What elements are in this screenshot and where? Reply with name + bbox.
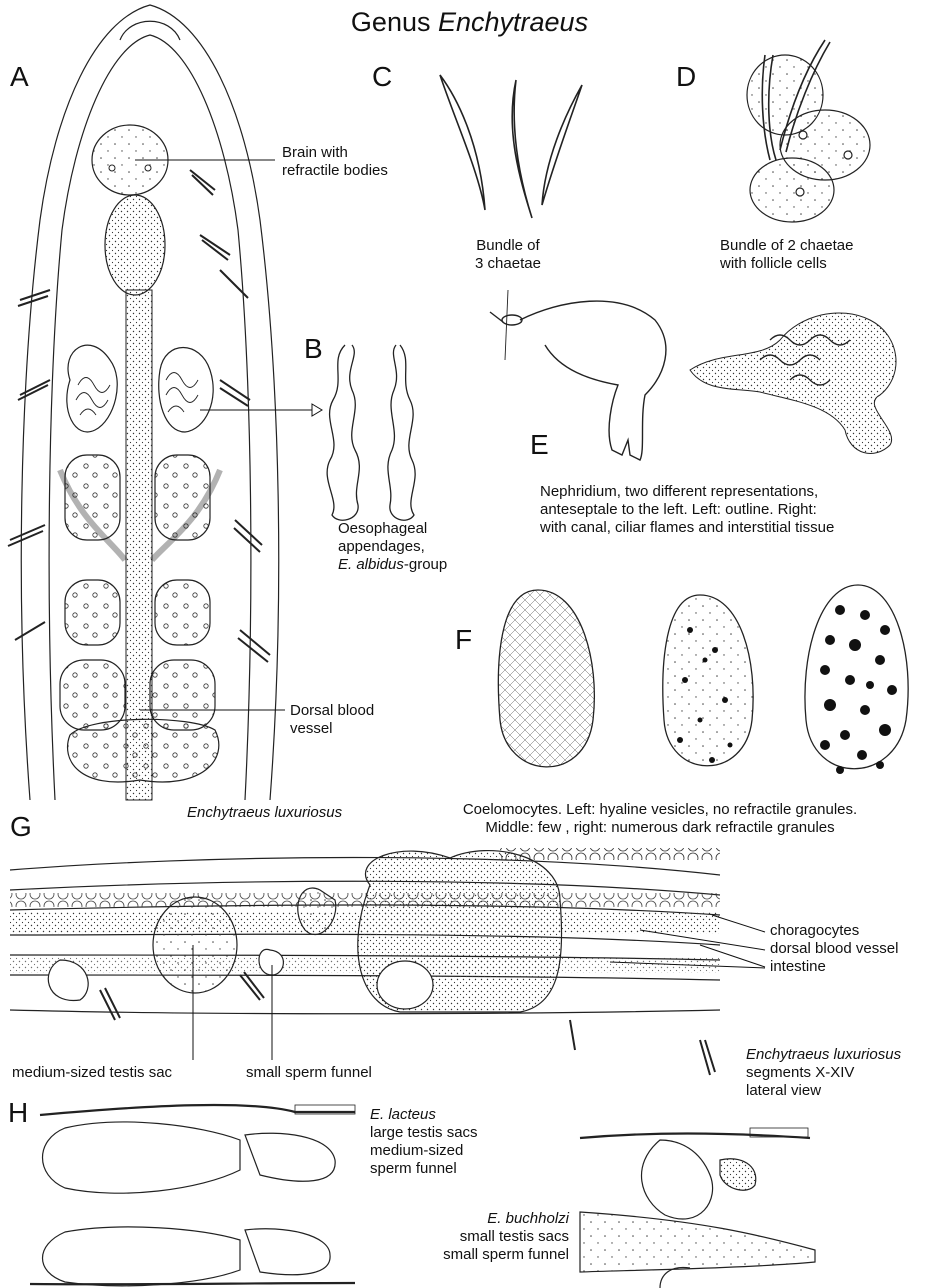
dorsal-vessel-label: Dorsal blood vessel (290, 702, 374, 738)
testis-sac-label: medium-sized testis sac (12, 1064, 172, 1082)
panel-d-caption: Bundle of 2 chaetae with follicle cells (720, 237, 853, 273)
panel-b-caption: Oesophageal appendages, E. albidus-group (338, 520, 447, 574)
coelomocyte-hyaline (498, 590, 594, 767)
appendage-left (67, 345, 117, 432)
lacteus-drawing (30, 1105, 355, 1286)
buchholzi-caption: E. buchholzi small testis sacs small spe… (425, 1210, 569, 1264)
brain-label: Brain with refractile bodies (282, 144, 388, 180)
sac (60, 660, 125, 730)
appendage-right (159, 348, 213, 433)
dorsal-blood-vessel-label: dorsal blood vessel (770, 940, 898, 958)
nephridium-detailed (690, 313, 896, 453)
panel-a-caption: Enchytraeus luxuriosus (187, 804, 342, 822)
sac (68, 719, 219, 782)
lateral-view (10, 848, 720, 1075)
pharynx-shape (105, 195, 165, 295)
sac (155, 580, 210, 645)
chloragocytes-label: choragocytes (770, 922, 859, 940)
intestine-label: intestine (770, 958, 826, 976)
nephridium-outline (490, 290, 666, 460)
sac (65, 580, 120, 645)
chaetae-bundle-3 (440, 75, 582, 218)
buchholzi-drawing (580, 1128, 815, 1288)
coelomocyte-few-granules (663, 595, 753, 766)
oesophageal-appendages (327, 345, 415, 520)
panel-e-caption: Nephridium, two different representation… (540, 483, 834, 537)
sperm-funnel-label: small sperm funnel (246, 1064, 372, 1082)
coelomocyte-many-granules (805, 585, 908, 774)
panel-f-caption: Coelomocytes. Left: hyaline vesicles, no… (384, 801, 936, 837)
panel-g-species: Enchytraeus luxuriosus segments X-XIV la… (746, 1046, 901, 1100)
lacteus-caption: E. lacteus large testis sacs medium-size… (370, 1106, 478, 1178)
panel-c-caption: Bundle of 3 chaetae (448, 237, 568, 273)
